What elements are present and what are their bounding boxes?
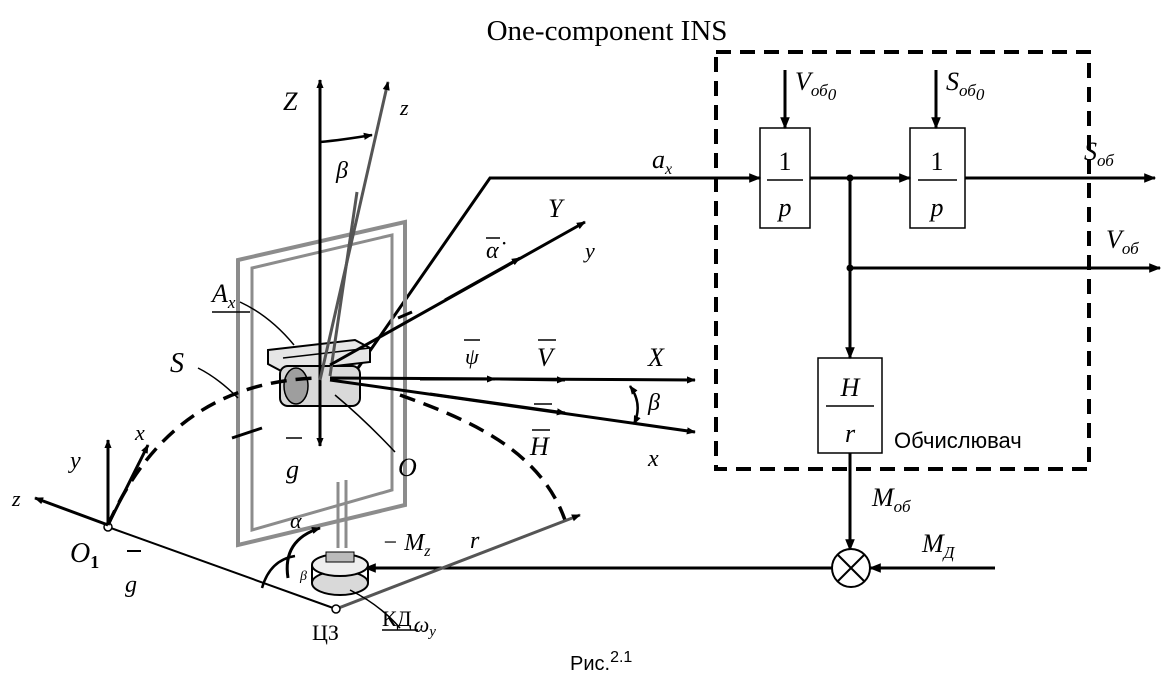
computer-dashed-frame [714, 50, 1091, 471]
integrator-block-1: 1 p [759, 127, 811, 229]
z-axis-tilted [318, 81, 390, 381]
computer-label: Обчислювач [894, 428, 1022, 453]
label-S: S [170, 348, 184, 379]
alpha-dot-vector [444, 256, 521, 302]
beta-arc-right [628, 385, 641, 425]
label-left-z: z [11, 486, 21, 511]
ax-leader [239, 301, 295, 346]
integrator-1-denominator: p [777, 193, 792, 222]
label-O1: O1 [70, 538, 99, 572]
left-x-axis [106, 444, 150, 526]
label-beta-top: β [335, 158, 348, 184]
integrator-2-denominator: p [929, 193, 944, 222]
gimbal-stand [336, 480, 348, 548]
label-minus-Mz: − Mz [382, 530, 431, 560]
gain-numerator: H [840, 373, 861, 402]
summing-junction [831, 548, 871, 588]
label-left-x: x [134, 420, 145, 445]
label-left-g: g [125, 572, 137, 598]
h-vector [429, 392, 566, 416]
v-vector [499, 376, 566, 384]
label-H: H [529, 432, 550, 461]
m-d-label: MД [921, 529, 956, 562]
diagram-title: One-component INS [487, 15, 728, 47]
o-leader [334, 394, 396, 453]
label-X: X [647, 343, 665, 372]
branch-dot-1 [846, 174, 854, 182]
label-y-small: y [583, 238, 595, 263]
ax-signal-line [356, 173, 762, 369]
label-beta-small: β [299, 569, 307, 584]
label-alpha: α [290, 508, 302, 533]
integrator-2-numerator: 1 [931, 147, 944, 176]
gain-denominator: r [845, 419, 856, 448]
left-z-axis [34, 496, 109, 527]
label-Y: Y [548, 194, 565, 223]
h-arc [399, 393, 567, 521]
label-omega: ψ [465, 344, 479, 369]
gain-block: H r [817, 357, 883, 454]
label-kd: КДωy [382, 606, 436, 640]
label-r: r [470, 528, 480, 554]
base-angle-arc [260, 554, 296, 589]
label-Z: Z [283, 87, 298, 116]
label-V: V [537, 343, 556, 372]
m-ob-label: Mоб [871, 483, 911, 516]
branch-dot-2 [846, 264, 854, 272]
label-z-small: z [399, 95, 409, 120]
s0-label: Sоб0 [946, 67, 985, 104]
alpha-arc [285, 526, 321, 579]
ax-label: ax [652, 145, 672, 178]
label-Ax: Ax [210, 279, 236, 312]
integrator-block-2: 1 p [909, 127, 966, 229]
pendulum-rod [328, 191, 359, 377]
figure-caption: Рис.2.1 [570, 649, 632, 673]
s-out-label: Sоб [1084, 137, 1114, 170]
r-vector [335, 513, 581, 611]
beta-arc-top [319, 132, 373, 144]
kd-leader [349, 589, 401, 629]
label-O: O [398, 453, 417, 482]
label-alpha-dot: α̇ [486, 238, 506, 264]
torque-motor [311, 551, 369, 596]
label-beta-right: β [647, 390, 660, 416]
cz-point [331, 604, 341, 614]
s-leader [197, 367, 239, 399]
pivot-marks [231, 310, 413, 440]
v0-label: Vоб0 [795, 67, 837, 104]
label-left-y: y [68, 448, 81, 474]
integrator-1-numerator: 1 [779, 147, 792, 176]
v-out-label: Vоб [1106, 225, 1139, 258]
base-line-o1-cz [107, 526, 337, 610]
label-x-small: x [647, 446, 659, 472]
label-g: g [286, 455, 299, 484]
label-cz: ЦЗ [312, 620, 339, 645]
